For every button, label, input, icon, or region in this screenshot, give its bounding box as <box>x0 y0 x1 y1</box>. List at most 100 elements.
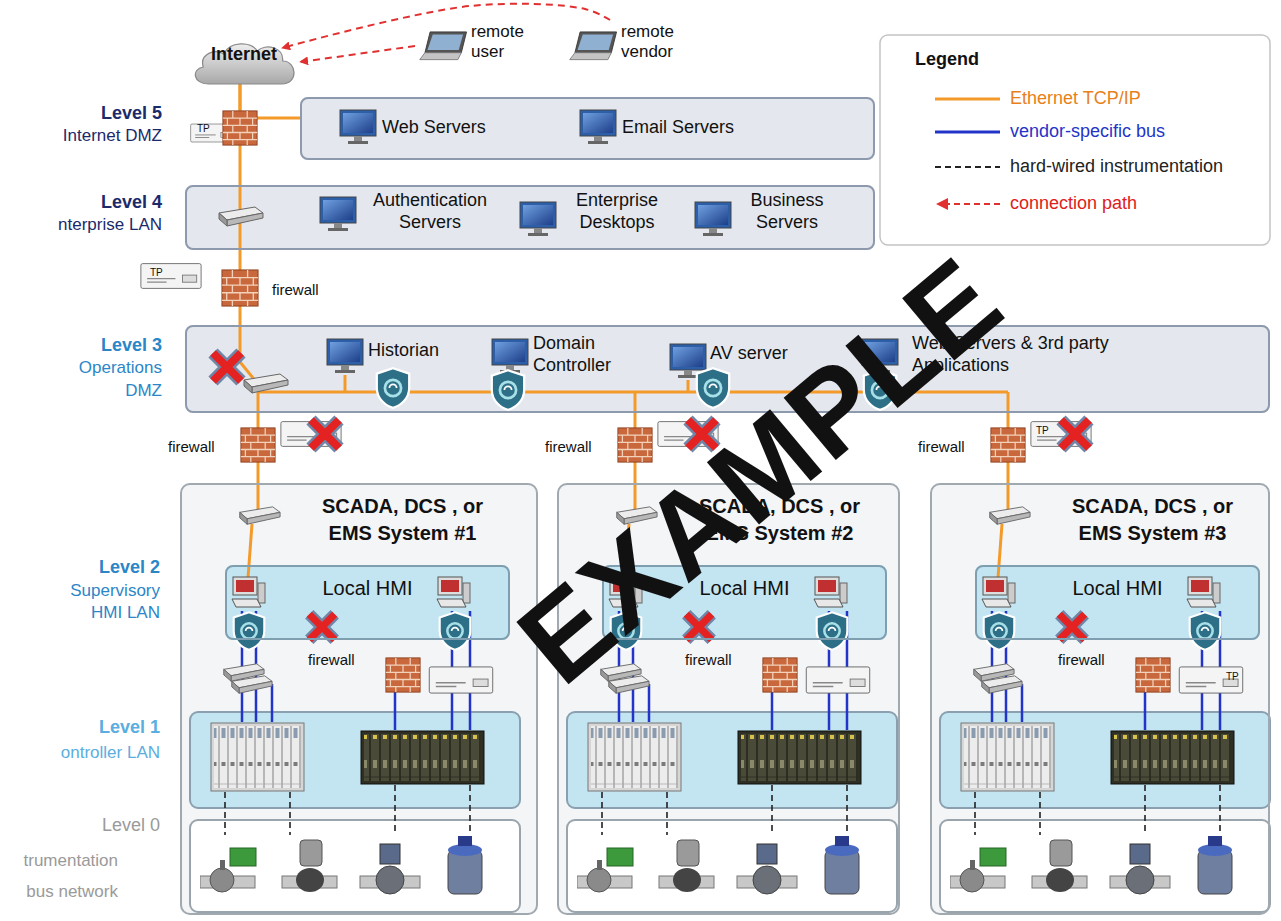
device-tag: TP <box>150 266 163 279</box>
laptop-icon <box>420 32 467 60</box>
level-label: Operations DMZ <box>52 357 162 403</box>
wire-line <box>935 166 1000 168</box>
level-band: Level 4nterprise LANAuthentication Serve… <box>185 185 875 250</box>
hmi-lan-box: Local HMI <box>225 565 510 640</box>
node-text: Domain Controller <box>533 333 638 376</box>
monitor-icon <box>492 339 528 373</box>
text-holder: Local HMI <box>977 567 1258 600</box>
level-label: nterprise LAN <box>2 214 162 237</box>
node-text: Email Servers <box>622 117 772 139</box>
level-label: Level 5 <box>12 101 162 125</box>
server-item: Domain Controller <box>533 333 638 376</box>
panel-shape <box>185 325 1270 413</box>
text-holder: Email Servers <box>622 117 772 139</box>
panel-shape <box>880 35 1270 245</box>
monitor-icon <box>320 197 356 231</box>
panel-shape <box>185 185 875 250</box>
laptop-icon <box>570 32 617 60</box>
node-text: Enterprise Desktops <box>562 190 672 233</box>
level-label: ontroller LAN <box>0 742 160 764</box>
cloud-node: Internet <box>188 38 300 88</box>
annotation-label: firewall <box>918 437 965 457</box>
xmark-icon <box>311 420 339 448</box>
server-item: Web Servers <box>382 117 522 139</box>
text-holder: Web Servers <box>382 117 522 139</box>
sysart-icon <box>940 483 1270 912</box>
annotation-label: firewall <box>1058 650 1105 670</box>
text-holder: remote vendor <box>565 20 695 63</box>
panel-shape <box>930 483 1270 915</box>
shield-icon <box>492 370 524 410</box>
server-item: Enterprise Desktops <box>562 190 672 233</box>
monitor-icon <box>580 110 616 144</box>
firewall-icon <box>618 428 652 462</box>
level-label: Level 4 <box>2 190 162 214</box>
annotation-label: firewall <box>272 280 319 300</box>
annotation-label: firewall <box>308 650 355 670</box>
monitor-icon <box>327 339 363 373</box>
control-system-box: SCADA, DCS , or EMS System #3 Local HMI <box>930 483 1270 915</box>
level-label: Level 2 <box>40 556 160 579</box>
text-holder: Internet <box>188 44 300 65</box>
firewall-icon <box>223 111 257 145</box>
shield-icon <box>697 368 729 408</box>
text-holder: Level 4nterprise LAN <box>2 190 162 237</box>
node-text: remote vendor <box>621 22 695 63</box>
switch-icon <box>244 374 288 393</box>
level-band: Level 5Internet DMZWeb ServersEmail Serv… <box>300 97 875 160</box>
monitor-icon <box>695 202 731 236</box>
remote-laptop: remote vendor <box>565 20 695 70</box>
annotation-label: firewall <box>685 650 732 670</box>
panel-shape <box>180 483 538 915</box>
shield-icon <box>377 368 409 408</box>
level-label: Internet DMZ <box>12 125 162 148</box>
server-item: Business Servers <box>737 190 837 233</box>
tpdev-icon <box>141 264 201 289</box>
drawing-group <box>141 32 1270 912</box>
text-holder: Business Servers <box>737 190 837 233</box>
legend-text: hard-wired instrumentation <box>1010 156 1223 177</box>
server-item: Historian <box>368 340 468 362</box>
text-holder: Level 3Operations DMZ <box>52 333 162 403</box>
text-holder: remote user <box>415 20 540 63</box>
level-band: Level 3Operations DMZHistorianDomain Con… <box>185 325 1270 413</box>
wire-line <box>935 131 1000 134</box>
level-label: Supervisory HMI LAN <box>40 580 160 624</box>
text-holder: Local HMI <box>227 567 508 600</box>
system-heading: SCADA, DCS , or EMS System #3 <box>1060 493 1245 547</box>
device-tag: TP <box>1226 670 1239 683</box>
switch-icon <box>219 207 263 226</box>
firewall-icon <box>241 428 275 462</box>
node-text: Web Servers <box>382 117 522 139</box>
monitor-icon <box>340 110 376 144</box>
legend-text: connection path <box>1010 193 1137 214</box>
remote-laptop: remote user <box>415 20 540 70</box>
annotation-label: firewall <box>168 437 215 457</box>
annotation-label: Legend <box>915 48 979 71</box>
text-holder: Domain Controller <box>533 333 638 376</box>
xmark-icon <box>213 353 241 381</box>
text-holder: Authentication Servers <box>360 190 500 233</box>
node-text: Local HMI <box>227 577 508 600</box>
legend-text: Ethernet TCP/IP <box>1010 88 1141 109</box>
system-heading: SCADA, DCS , or EMS System #1 <box>310 493 495 547</box>
wire-line <box>936 198 948 210</box>
monitor-icon <box>520 202 556 236</box>
node-text: Business Servers <box>737 190 837 233</box>
text-holder: Historian <box>368 340 468 362</box>
node-text: Authentication Servers <box>360 190 500 233</box>
control-system-box: SCADA, DCS , or EMS System #1 Local HMI <box>180 483 538 915</box>
level-label: Level 3 <box>52 333 162 357</box>
text-holder: SCADA, DCS , or EMS System #3 <box>1060 493 1245 547</box>
node-text: Internet <box>188 44 300 65</box>
text-holder: Level 5Internet DMZ <box>12 101 162 148</box>
hmi-lan-box: Local HMI <box>975 565 1260 640</box>
firewall-icon <box>991 428 1025 462</box>
wire-line <box>935 98 1000 101</box>
device-tag: TP <box>1036 424 1049 437</box>
level-label: Level 0 <box>40 814 160 837</box>
server-item: Email Servers <box>622 117 772 139</box>
node-text: Historian <box>368 340 468 362</box>
node-text: remote user <box>471 22 540 63</box>
